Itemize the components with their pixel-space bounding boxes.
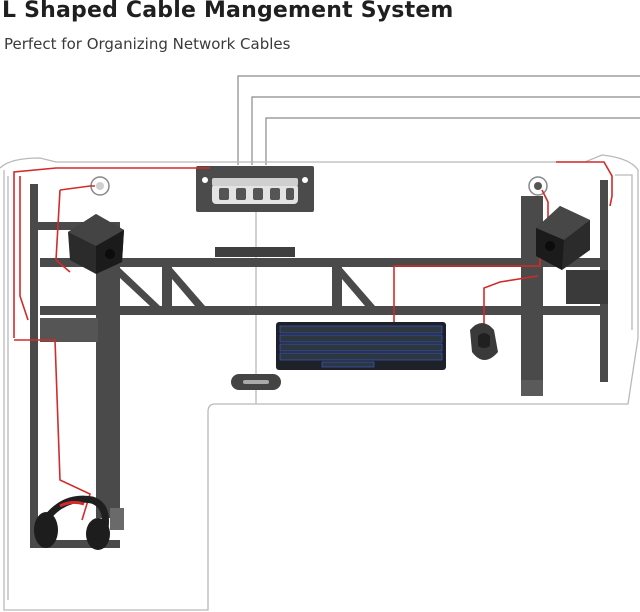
grommet-icon xyxy=(90,176,110,196)
grommet-icon-right xyxy=(528,176,548,196)
mouse-icon xyxy=(470,323,498,360)
power-strip xyxy=(196,166,314,212)
power-strip-icon xyxy=(219,188,294,200)
page-subtitle: Perfect for Organizing Network Cables xyxy=(4,35,291,53)
keyboard-icon xyxy=(276,322,446,370)
desk-frame-beams xyxy=(40,247,606,390)
network-cables xyxy=(237,75,640,165)
headphones-icon xyxy=(34,495,110,550)
page-title: L Shaped Cable Mangement System xyxy=(2,0,454,23)
speaker-icon-right xyxy=(536,206,590,270)
speaker-icon xyxy=(68,214,124,274)
